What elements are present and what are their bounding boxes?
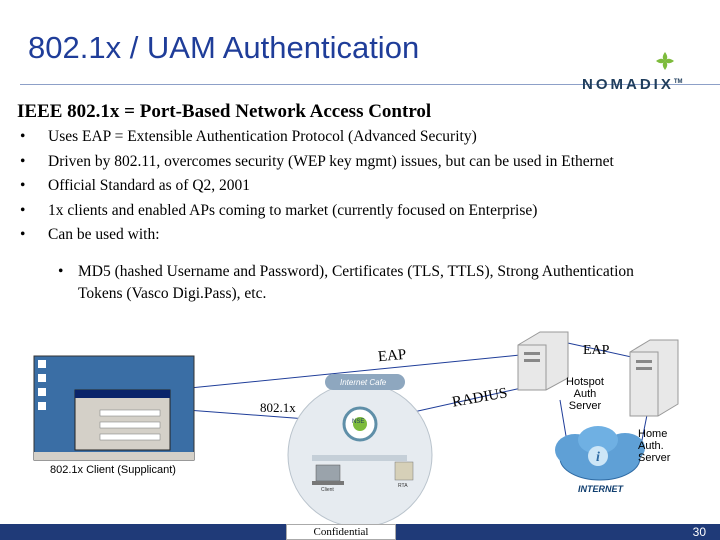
- bullet-item: • Official Standard as of Q2, 2001: [20, 177, 614, 202]
- home-label-line: Server: [638, 452, 671, 464]
- title-divider: [20, 84, 720, 85]
- logo-wordmark: NOMADIXTM: [582, 76, 683, 93]
- logo-text: NOMADIX: [582, 76, 674, 93]
- bullet-dot: •: [20, 177, 26, 194]
- hotspot-label-line: Hotspot: [566, 376, 604, 388]
- internet-cafe-bubble: [287, 374, 433, 528]
- bullet-list: • Uses EAP = Extensible Authentication Pr…: [20, 128, 614, 251]
- eap-right-label: EAP: [583, 343, 610, 358]
- home-label-line: Auth.: [638, 440, 664, 452]
- nse-label: NSE: [352, 419, 365, 425]
- eap-left-label: EAP: [377, 346, 407, 366]
- hotspot-label: Hotspot Auth Server: [560, 376, 610, 412]
- bullet-dot: •: [20, 226, 26, 243]
- bullet-dot: •: [20, 128, 26, 145]
- bullet-text: Driven by 802.11, overcomes security (WE…: [48, 152, 614, 170]
- home-server-label: Home Auth. Server: [638, 428, 682, 464]
- bullet-text: Uses EAP = Extensible Authentication Pro…: [48, 128, 477, 145]
- bullet-dot: •: [20, 201, 26, 219]
- slide-title: 802.1x / UAM Authentication: [28, 30, 420, 65]
- internet-cafe-label: Internet Cafe: [340, 378, 387, 387]
- nomadix-leaf-icon: [656, 52, 674, 70]
- client-small-label: Client: [321, 487, 334, 493]
- sub-bullet-text: MD5 (hashed Username and Password), Cert…: [78, 263, 634, 302]
- internet-cloud: i: [555, 426, 645, 481]
- client-screenshot: [33, 355, 195, 461]
- internet-label: INTERNET: [578, 484, 623, 494]
- page-number: 30: [692, 525, 706, 539]
- confidential-label: Confidential: [286, 524, 396, 540]
- client-label: 802.1x Client (Supplicant): [50, 464, 176, 476]
- rta-small-label: RTA: [398, 483, 408, 489]
- dot1x-label: 802.1x: [260, 400, 296, 415]
- hotspot-label-line: Auth: [573, 388, 597, 400]
- bullet-dot: •: [20, 152, 26, 170]
- nomadix-logo: NOMADIXTM: [582, 50, 702, 100]
- logo-tm: TM: [673, 79, 683, 85]
- bullet-item: • Driven by 802.11, overcomes security (W…: [20, 153, 614, 178]
- hotspot-server: [517, 331, 569, 391]
- link-cafe-hotspot: [399, 384, 536, 416]
- sub-bullet: • MD5 (hashed Username and Password), Ce…: [58, 261, 658, 305]
- home-label-line: Home: [638, 428, 668, 440]
- bullet-item: • Uses EAP = Extensible Authentication Pr…: [20, 128, 614, 153]
- bullet-text: 1x clients and enabled APs coming to mar…: [48, 201, 538, 219]
- svg-text:i: i: [596, 450, 600, 465]
- bullet-item: • 1x clients and enabled APs coming to ma…: [20, 202, 614, 227]
- home-server: [629, 339, 679, 417]
- bullet-text: Can be used with:: [48, 226, 160, 243]
- sub-bullet-dot: •: [58, 263, 64, 280]
- hotspot-label-line: Server: [568, 400, 602, 412]
- bullet-text: Official Standard as of Q2, 2001: [48, 177, 251, 194]
- section-heading: IEEE 802.1x = Port-Based Network Access …: [17, 101, 432, 122]
- bullet-item: • Can be used with:: [20, 226, 614, 251]
